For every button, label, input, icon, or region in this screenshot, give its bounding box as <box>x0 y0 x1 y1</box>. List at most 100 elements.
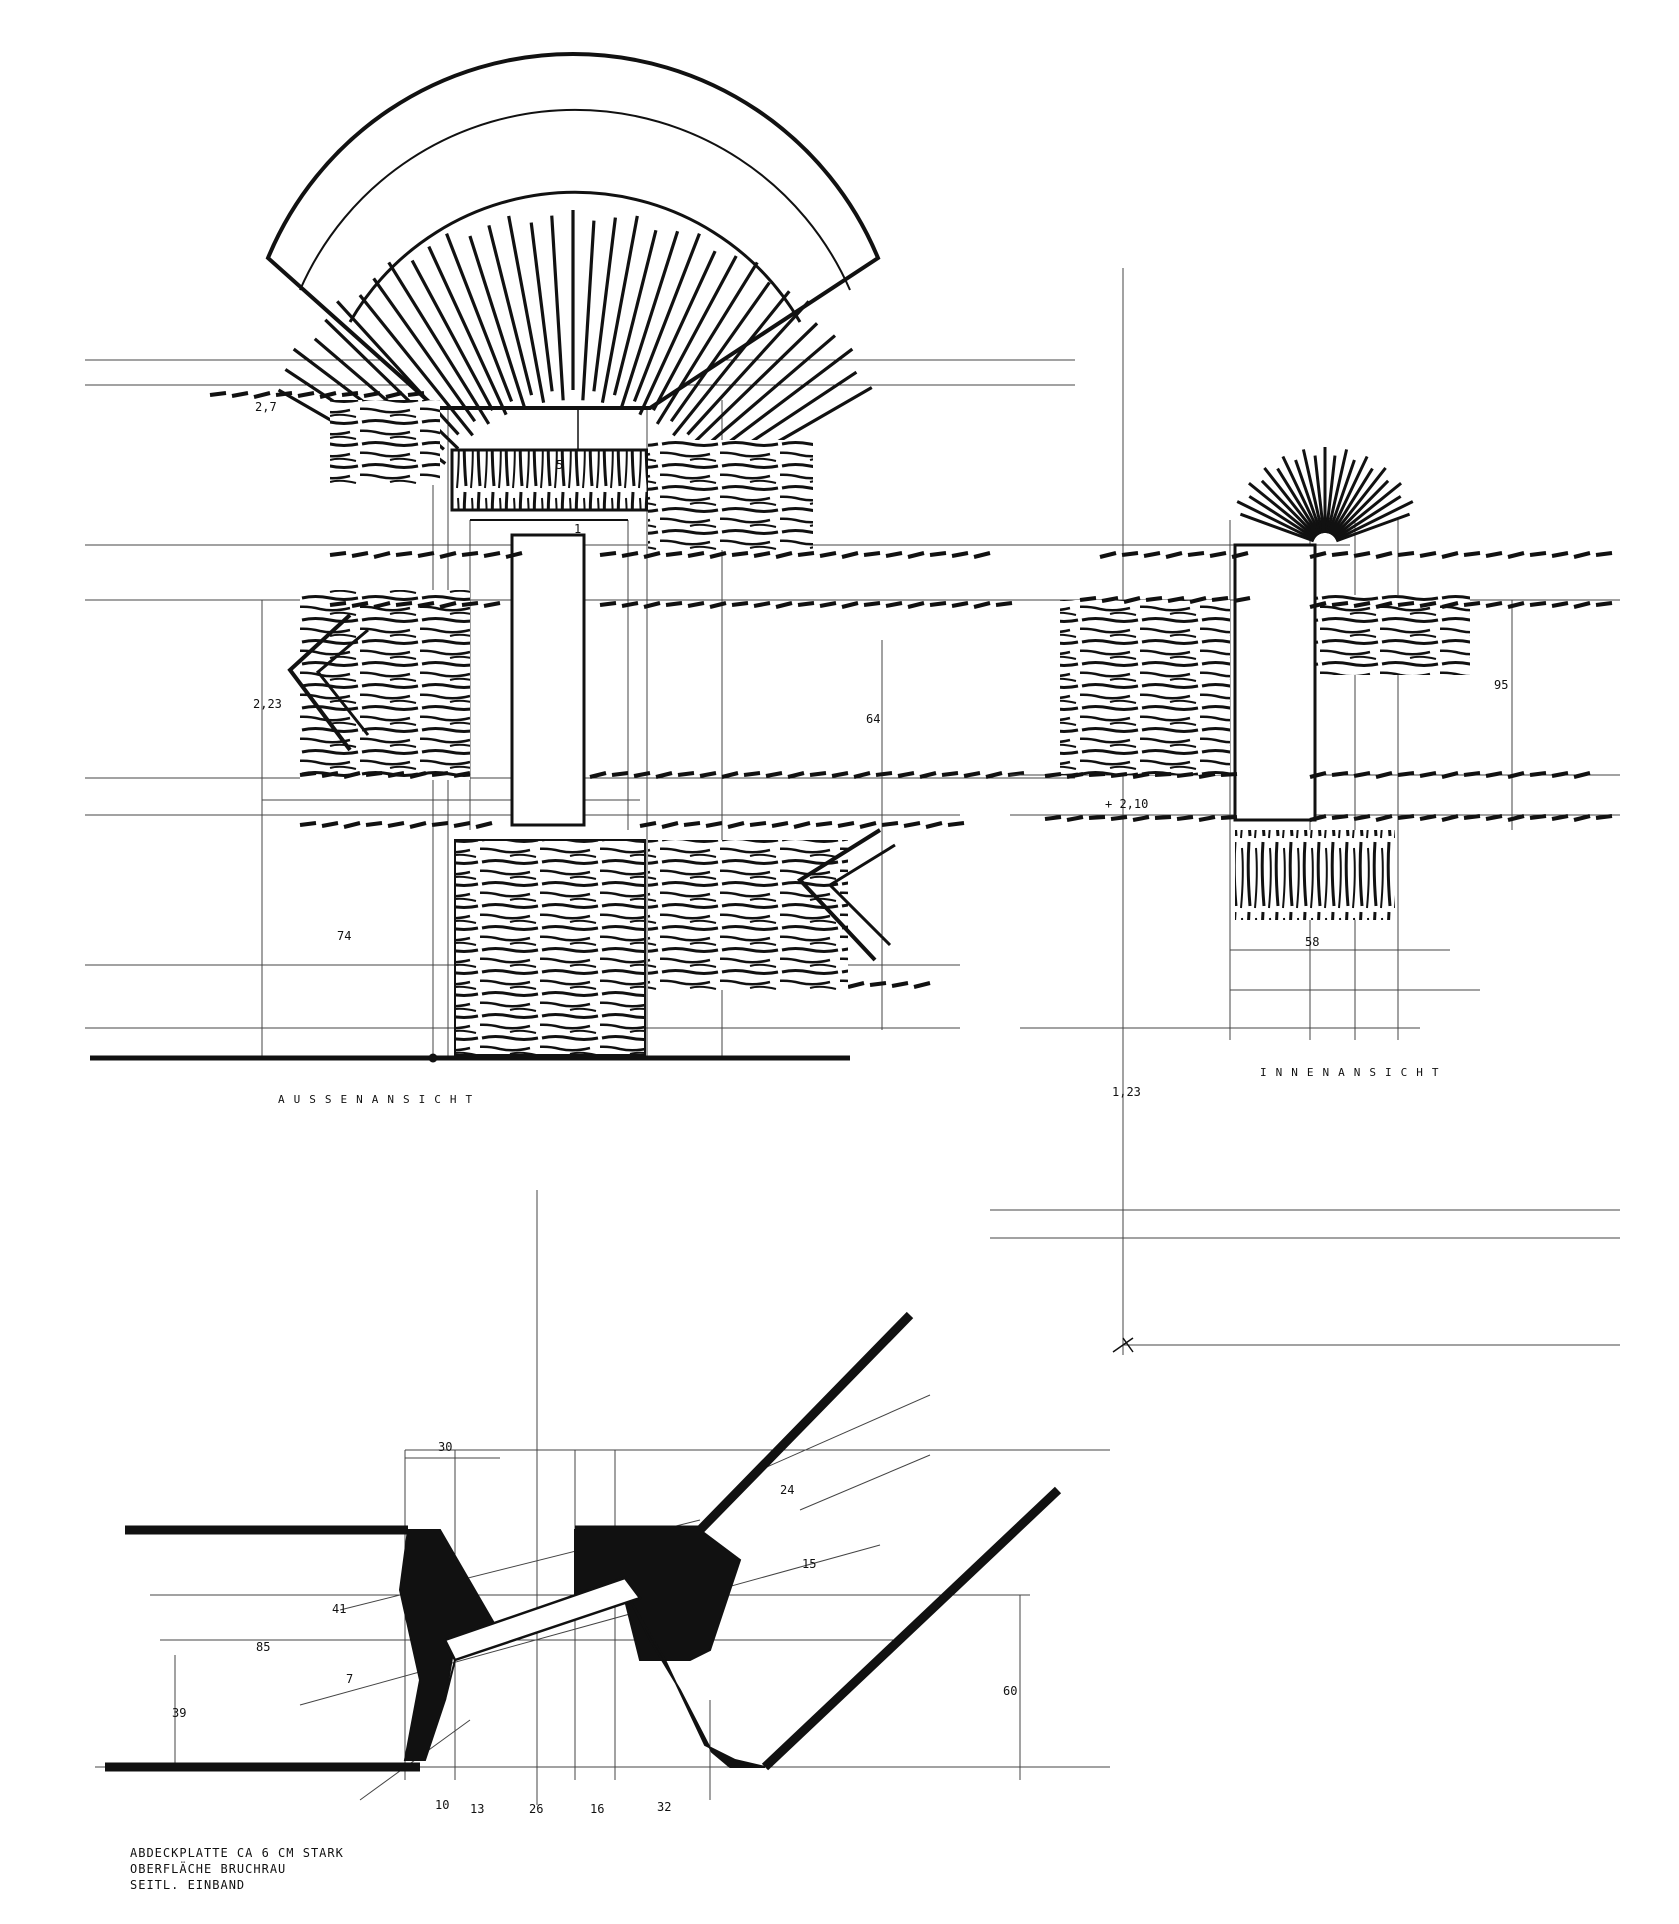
course-stroke <box>409 821 427 829</box>
course-stroke <box>897 771 915 778</box>
outer-dim-height: 64 <box>866 712 881 726</box>
plan-dim-7: 7 <box>346 1672 354 1686</box>
course-stroke <box>1198 815 1216 822</box>
course-stroke <box>743 771 761 777</box>
voussoir-stroke <box>445 233 514 403</box>
course-stroke <box>1419 771 1437 778</box>
course-stroke <box>929 551 947 557</box>
course-stroke <box>321 771 339 778</box>
course-stroke <box>1088 772 1106 777</box>
course-stroke <box>1132 815 1150 822</box>
course-stroke <box>431 821 449 827</box>
course-stroke <box>1331 601 1349 607</box>
course-stroke <box>885 601 903 608</box>
course-stroke <box>611 771 629 777</box>
course-stroke <box>749 821 767 827</box>
outer-elevation <box>85 51 1075 1063</box>
course-stroke <box>621 551 639 558</box>
course-stroke <box>1209 551 1227 558</box>
voussoir-stroke <box>1335 500 1414 542</box>
inner-elevation-title: INNENANSICHT <box>1260 1066 1448 1079</box>
course-stroke <box>1419 601 1437 608</box>
course-stroke <box>687 551 705 558</box>
voussoir-stroke <box>638 250 717 416</box>
plan-dim-41: 41 <box>332 1602 347 1616</box>
course-stroke <box>847 981 865 989</box>
course-stroke <box>385 391 403 399</box>
course-stroke <box>853 771 871 779</box>
course-stroke <box>395 601 413 607</box>
plan-dim-85: 85 <box>256 1640 271 1654</box>
voussoir-stroke <box>1333 482 1403 539</box>
course-stroke <box>1143 551 1161 558</box>
plan-dim-13: 13 <box>470 1802 485 1816</box>
course-stroke <box>875 771 893 777</box>
voussoir-stroke <box>669 281 771 423</box>
course-stroke <box>863 601 881 607</box>
course-stroke <box>453 771 471 778</box>
course-stroke <box>687 601 705 608</box>
course-stroke <box>365 771 383 777</box>
course-stroke <box>1573 601 1591 609</box>
course-stroke <box>797 601 815 607</box>
course-stroke <box>709 601 727 609</box>
course-stroke <box>1507 771 1525 779</box>
course-stroke <box>683 821 701 827</box>
voussoir-stroke <box>655 261 759 425</box>
course-stroke <box>1595 551 1613 557</box>
course-stroke <box>721 771 739 779</box>
course-stroke <box>919 771 937 779</box>
voussoir-stroke <box>1328 455 1369 535</box>
plan-note-line-3: SEITL. EINBAND <box>130 1878 246 1892</box>
course-stroke <box>1463 771 1481 777</box>
course-stroke <box>1551 601 1569 608</box>
outer-keystone-mark: 5 <box>556 458 564 472</box>
course-stroke <box>1220 772 1238 777</box>
course-stroke <box>1375 551 1393 559</box>
course-stroke <box>819 601 837 608</box>
course-stroke <box>329 551 347 557</box>
course-stroke <box>343 771 361 779</box>
inner-dim-width: 58 <box>1305 935 1320 949</box>
course-stroke <box>483 551 501 558</box>
course-stroke <box>299 771 317 777</box>
voussoir-stroke <box>1332 479 1390 538</box>
voussoir-stroke <box>487 225 534 396</box>
outer-elevation-title: AUSSENANSICHT <box>278 1093 482 1106</box>
course-stroke <box>1353 551 1371 558</box>
course-stroke <box>1198 772 1216 779</box>
course-stroke <box>891 981 909 988</box>
course-stroke <box>373 601 391 609</box>
plan-dim-26: 26 <box>529 1802 544 1816</box>
voussoir-stroke <box>1331 467 1387 537</box>
voussoir-stroke <box>1324 455 1337 534</box>
voussoir-stroke <box>686 322 819 450</box>
voussoir-stroke <box>550 215 565 401</box>
outer-dim-lower: 74 <box>337 929 352 943</box>
course-stroke <box>319 391 337 399</box>
course-stroke <box>351 601 369 608</box>
course-stroke <box>209 391 227 397</box>
plan-dim-32: 32 <box>657 1800 672 1814</box>
course-stroke <box>1220 815 1238 820</box>
voussoir-stroke <box>1335 512 1411 543</box>
course-stroke <box>1507 601 1525 609</box>
plan-dim-16: 16 <box>590 1802 605 1816</box>
course-stroke <box>363 391 381 398</box>
course-stroke <box>1441 551 1459 559</box>
course-stroke <box>1101 596 1119 603</box>
course-stroke <box>621 601 639 608</box>
course-stroke <box>1176 815 1194 821</box>
course-stroke <box>1551 771 1569 778</box>
course-stroke <box>1441 601 1459 609</box>
course-stroke <box>1529 601 1547 607</box>
course-stroke <box>1463 814 1481 820</box>
course-stroke <box>1485 551 1503 558</box>
plan-dim-15: 15 <box>802 1557 817 1571</box>
voussoir-stroke <box>358 294 474 437</box>
course-stroke <box>417 551 435 558</box>
course-stroke <box>815 821 833 827</box>
voussoir-stroke <box>1276 467 1320 536</box>
course-stroke <box>985 771 1003 779</box>
